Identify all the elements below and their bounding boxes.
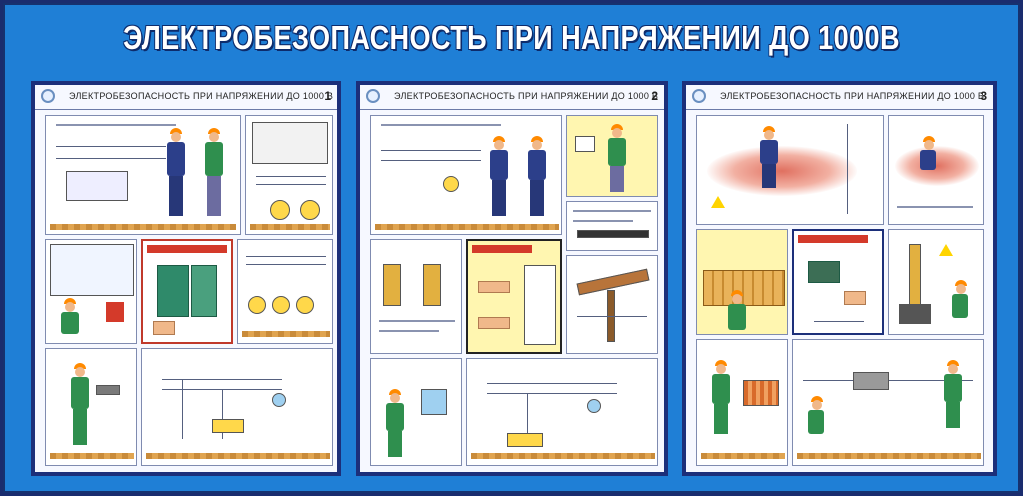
illustration-grounding-circuit [141, 348, 333, 466]
illustration-network-diagram [245, 115, 333, 235]
panel-header-text: ЭЛЕКТРОБЕЗОПАСНОСТЬ ПРИ НАПРЯЖЕНИИ ДО 10… [69, 91, 334, 101]
illustration-fence-zone [696, 229, 788, 335]
illustration-workers-at-line [370, 115, 562, 235]
poster-panel-1: ЭЛЕКТРОБЕЗОПАСНОСТЬ ПРИ НАПРЯЖЕНИИ ДО 10… [31, 81, 341, 476]
panel-number: 2 [651, 89, 658, 103]
panel-header-text: ЭЛЕКТРОБЕЗОПАСНОСТЬ ПРИ НАПРЯЖЕНИИ ДО 10… [394, 91, 659, 101]
illustration-transformers [237, 239, 333, 344]
panel-header-text: ЭЛЕКТРОБЕЗОПАСНОСТЬ ПРИ НАПРЯЖЕНИИ ДО 10… [720, 91, 985, 101]
safety-logo-icon [41, 89, 55, 103]
illustration-roof-line [566, 255, 658, 354]
illustration-worker-at-meter [370, 358, 462, 466]
poster-panel-2: ЭЛЕКТРОБЕЗОПАСНОСТЬ ПРИ НАПРЯЖЕНИИ ДО 10… [356, 81, 668, 476]
illustration-grounding-scheme [466, 358, 658, 466]
table-and-worker [45, 239, 137, 344]
poster-panel-3: ЭЛЕКТРОБЕЗОПАСНОСТЬ ПРИ НАПРЯЖЕНИИ ДО 10… [682, 81, 997, 476]
stand-title: ЭЛЕКТРОБЕЗОПАСНОСТЬ ПРИ НАПРЯЖЕНИИ ДО 10… [123, 19, 900, 56]
panel-number: 1 [324, 89, 331, 103]
illustration-motor-grounding [792, 229, 884, 335]
panel-header: ЭЛЕКТРОБЕЗОПАСНОСТЬ ПРИ НАПРЯЖЕНИИ ДО 10… [35, 85, 337, 110]
safety-logo-icon [366, 89, 380, 103]
illustration-step-voltage [696, 115, 884, 225]
illustration-worker-with-drill [45, 348, 137, 466]
illustration-switch-operation [466, 239, 562, 354]
illustration-worker-with-radiator [696, 339, 788, 466]
panel-header: ЭЛЕКТРОБЕЗОПАСНОСТЬ ПРИ НАПРЯЖЕНИИ ДО 10… [686, 85, 993, 110]
illustration-workers-at-panel [45, 115, 241, 235]
illustration-line-grounding [792, 339, 984, 466]
illustration-step-voltage-zone [888, 115, 984, 225]
panel-number: 3 [980, 89, 987, 103]
illustration-crane-near-line [888, 229, 984, 335]
illustration-switchgear-cabinet [141, 239, 233, 344]
illustration-fuses [370, 239, 462, 354]
panel-header: ЭЛЕКТРОБЕЗОПАСНОСТЬ ПРИ НАПРЯЖЕНИИ ДО 10… [360, 85, 664, 110]
poster-stand: ЭЛЕКТРОБЕЗОПАСНОСТЬ ПРИ НАПРЯЖЕНИИ ДО 10… [3, 3, 1020, 493]
safety-logo-icon [692, 89, 706, 103]
diagram-tool-instructions [566, 201, 658, 251]
illustration-worker-on-pole [566, 115, 658, 197]
